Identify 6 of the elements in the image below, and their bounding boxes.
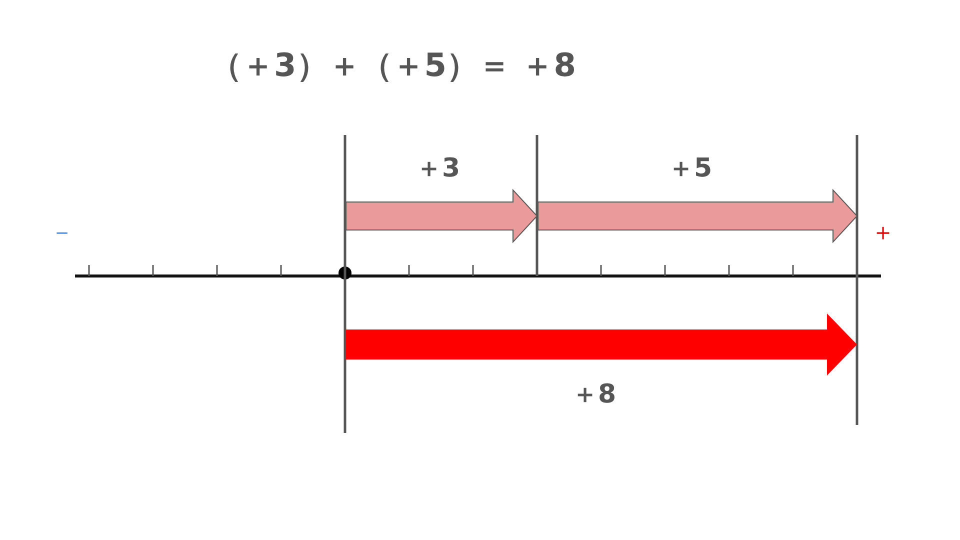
sum-label: ＋8	[572, 378, 616, 412]
positive-sign: ＋	[871, 217, 895, 248]
value-label: ＋5	[668, 152, 712, 186]
equation-title: （＋3）＋（＋5）＝ ＋8	[210, 45, 576, 86]
value-label: ＋3	[416, 152, 460, 186]
negative-sign: －	[50, 217, 74, 248]
